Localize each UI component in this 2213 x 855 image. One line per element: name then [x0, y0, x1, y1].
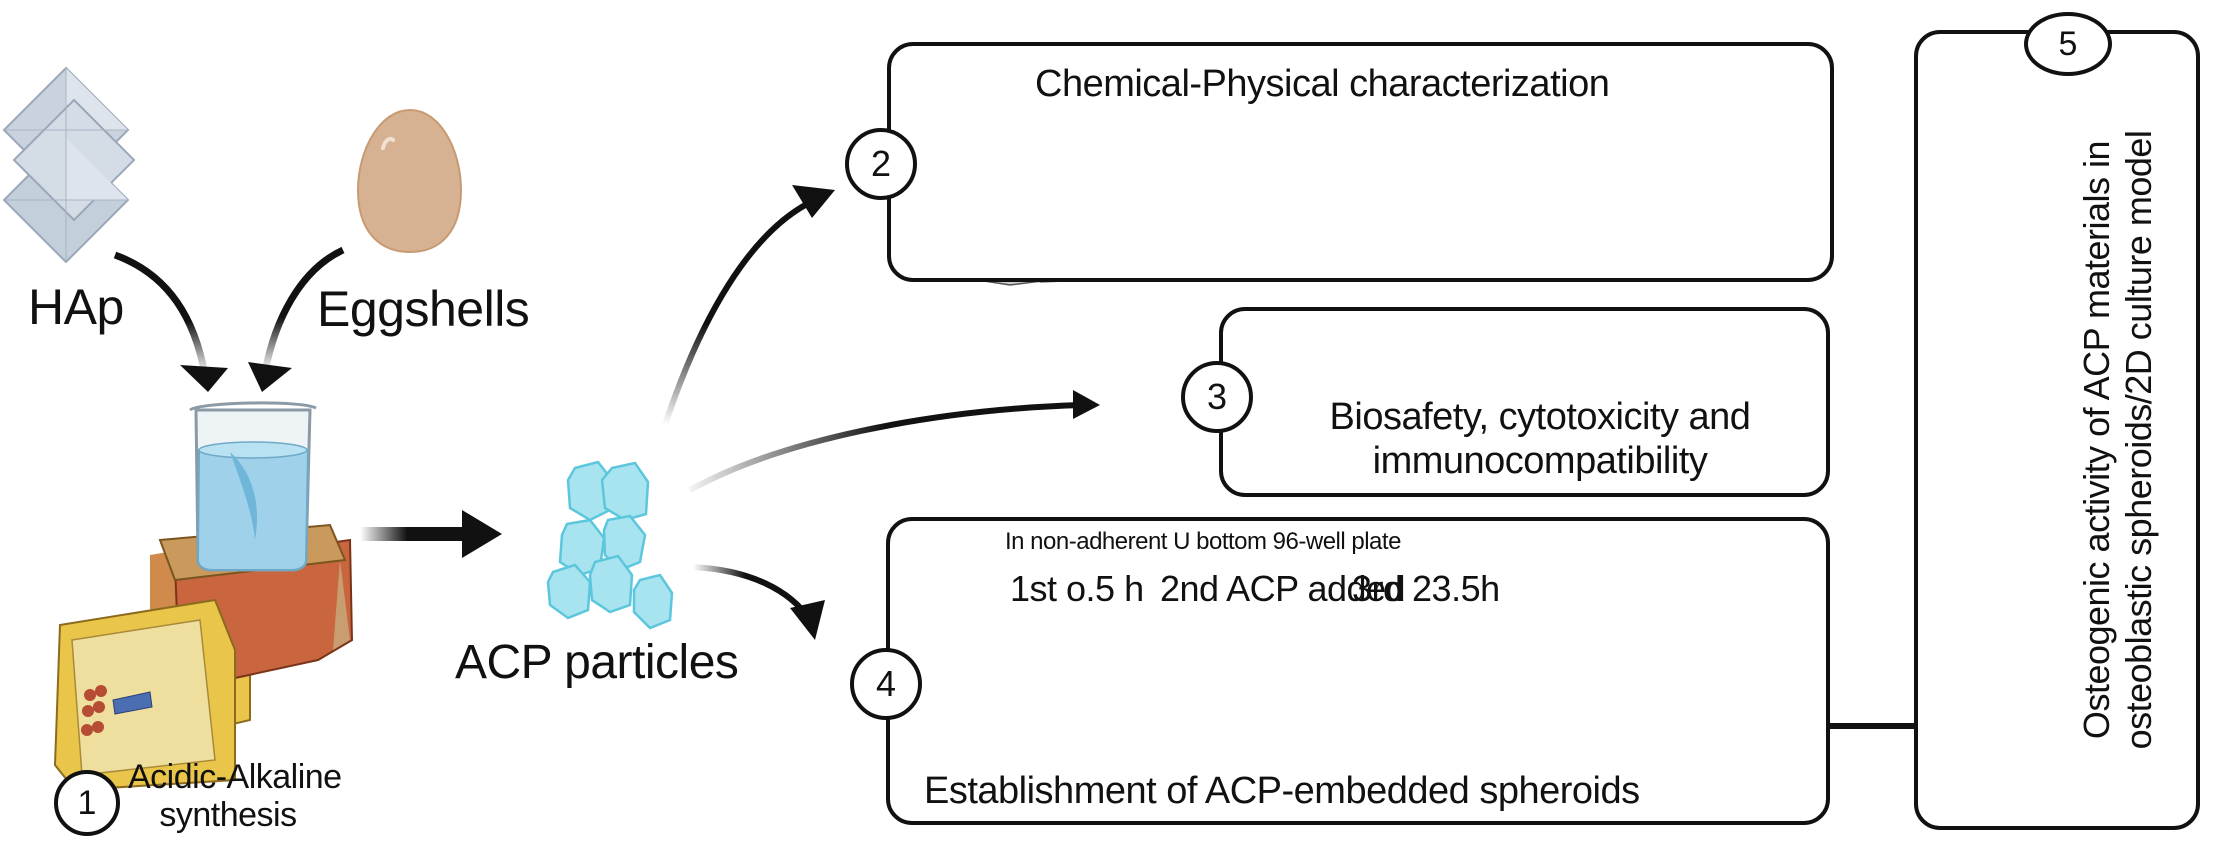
- step1-label: Acidic-Alkaline synthesis: [128, 758, 342, 834]
- step5-title-line2: osteoblastic spheroids/2D culture model: [2118, 130, 2159, 750]
- arrow-synthesis-to-acp: [360, 527, 465, 541]
- arrow-acp-to-step4: [692, 564, 813, 622]
- arrow-head: [462, 510, 502, 558]
- step4-box: [886, 517, 1830, 825]
- hap-crystal-icon: [2, 66, 136, 264]
- step3-title: Biosafety, cytotoxicity and immunocompat…: [1275, 395, 1805, 483]
- hap-label: HAp: [28, 279, 124, 335]
- step5-title: Osteogenic activity of ACP materials in …: [2076, 60, 2213, 820]
- step4-caption: Establishment of ACP-embedded spheroids: [924, 770, 1640, 812]
- beaker-icon: [189, 401, 317, 572]
- egg-icon: [356, 108, 463, 254]
- arrow-acp-to-step2: [662, 197, 817, 426]
- acp-particles-label: ACP particles: [455, 636, 739, 689]
- arrow-hap-to-synthesis: [113, 251, 209, 376]
- arrow-head: [180, 365, 228, 392]
- step2-box: [887, 42, 1834, 282]
- arrow-eggshells-to-synthesis: [261, 246, 345, 373]
- step1-number: 1: [54, 770, 120, 836]
- step2-number: 2: [845, 128, 917, 200]
- step4-stage1-label: 1st o.5 h: [1010, 568, 1144, 609]
- step4-stage3-label: 3rd 23.5h: [1352, 568, 1500, 609]
- arrow-head: [790, 600, 825, 640]
- step4-stage2-label: 2nd ACP added: [1160, 568, 1406, 609]
- acp-particles-icon: [546, 460, 674, 630]
- step3-number: 3: [1181, 361, 1253, 433]
- step2-title: Chemical-Physical characterization: [1035, 63, 1610, 105]
- step3-title-line1: Biosafety, cytotoxicity and: [1329, 396, 1751, 438]
- arrow-acp-to-step3: [688, 402, 1081, 493]
- step5-number: 5: [2024, 12, 2112, 76]
- step1-label-line1: Acidic-Alkaline: [128, 758, 342, 796]
- step4-subtitle: In non-adherent U bottom 96-well plate: [1005, 528, 1401, 555]
- step4-number: 4: [850, 648, 922, 720]
- arrow-head: [792, 185, 835, 218]
- step5-title-line1: Osteogenic activity of ACP materials in: [2076, 140, 2117, 740]
- step3-title-line2: immunocompatibility: [1372, 440, 1708, 482]
- eggshells-label: Eggshells: [317, 281, 530, 337]
- arrow-head: [1073, 390, 1100, 419]
- step3-box: [1219, 307, 1830, 497]
- step5-box: [1914, 30, 2200, 830]
- arrow-head: [248, 362, 292, 392]
- step1-label-line2: synthesis: [159, 796, 297, 834]
